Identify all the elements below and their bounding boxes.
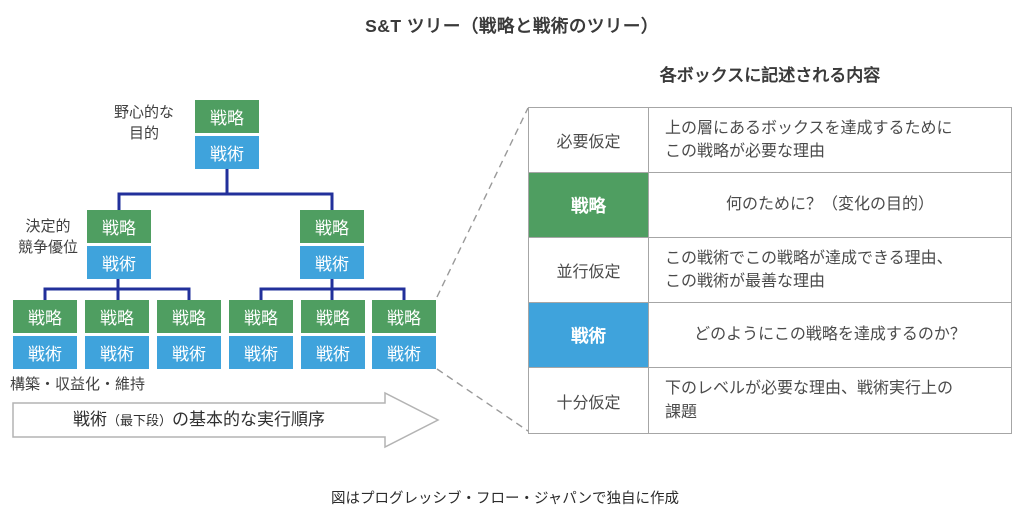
annotation-decisive-competitive-edge: 決定的 競争優位 [17,218,78,256]
tactic-box: 戦術 [229,336,293,369]
tree-connector-level2-right [259,279,406,300]
detail-table: 必要仮定 上の層にあるボックスを達成するために この戦略が必要な理由 戦略 何の… [528,107,1012,434]
annotation-build-monetize-sustain: 構築・収益化・維持 [10,376,146,393]
tree-node-bottom-3: 戦略 戦術 [157,300,221,369]
tree-node-bottom-2: 戦略 戦術 [85,300,149,369]
row-content-sufficient-assumption: 下のレベルが必要な理由、戦術実行上の 課題 [665,380,954,421]
tree-connector-level2-left [43,279,191,300]
row-label-parallel-assumption: 並行仮定 [529,238,649,303]
row-label-necessary-assumption: 必要仮定 [529,108,649,173]
tree-node-bottom-5: 戦略 戦術 [301,300,365,369]
tactic-box: 戦術 [195,136,259,169]
execution-order-arrow-text: 戦術（最下段）の基本的な実行順序 [13,403,385,437]
strategy-box: 戦略 [87,210,151,243]
tactic-box: 戦術 [300,246,364,279]
annotation-ambitious-goal: 野心的な 目的 [113,104,174,142]
tree-connector-level1 [117,169,334,210]
row-content-parallel-assumption: この戦術でこの戦略が達成できる理由、 この戦術が最善な理由 [649,238,1011,303]
arrow-text-suffix: の基本的な実行順序 [172,410,325,429]
row-label-tactic: 戦術 [529,303,649,368]
strategy-box: 戦略 [85,300,149,333]
tree-node-top: 戦略 戦術 [195,100,259,169]
tree-node-bottom-4: 戦略 戦術 [229,300,293,369]
tactic-box: 戦術 [157,336,221,369]
figure-title: S&T ツリー（戦略と戦術のツリー） [365,16,659,36]
strategy-box: 戦略 [300,210,364,243]
detail-table-title: 各ボックスに記述される内容 [659,66,881,85]
strategy-box: 戦略 [157,300,221,333]
zoom-guide-dashed-lines [436,107,529,432]
execution-order-arrow [12,391,440,449]
strategy-box: 戦略 [372,300,436,333]
row-label-sufficient-assumption: 十分仮定 [529,368,649,433]
tree-node-mid-1: 戦略 戦術 [87,210,151,279]
tactic-box: 戦術 [301,336,365,369]
strategy-box: 戦略 [229,300,293,333]
arrow-text-prefix: 戦術 [72,410,107,429]
row-content-tactic: どのようにこの戦略を達成するのか？ [649,303,1011,368]
arrow-text-paren: （最下段） [106,413,172,428]
strategy-box: 戦略 [301,300,365,333]
row-content-strategy: 何のために？（変化の目的） [649,173,1011,238]
tree-node-bottom-6: 戦略 戦術 [372,300,436,369]
tree-node-bottom-1: 戦略 戦術 [13,300,77,369]
figure-credit: 図はプログレッシブ・フロー・ジャパンで独自に作成 [331,491,679,507]
tactic-box: 戦術 [372,336,436,369]
tactic-box: 戦術 [13,336,77,369]
row-label-strategy: 戦略 [529,173,649,238]
tactic-box: 戦術 [85,336,149,369]
tree-node-mid-2: 戦略 戦術 [300,210,364,279]
tactic-box: 戦術 [87,246,151,279]
row-content-necessary-assumption: 上の層にあるボックスを達成するために この戦略が必要な理由 [649,108,1011,173]
strategy-box: 戦略 [195,100,259,133]
strategy-box: 戦略 [13,300,77,333]
